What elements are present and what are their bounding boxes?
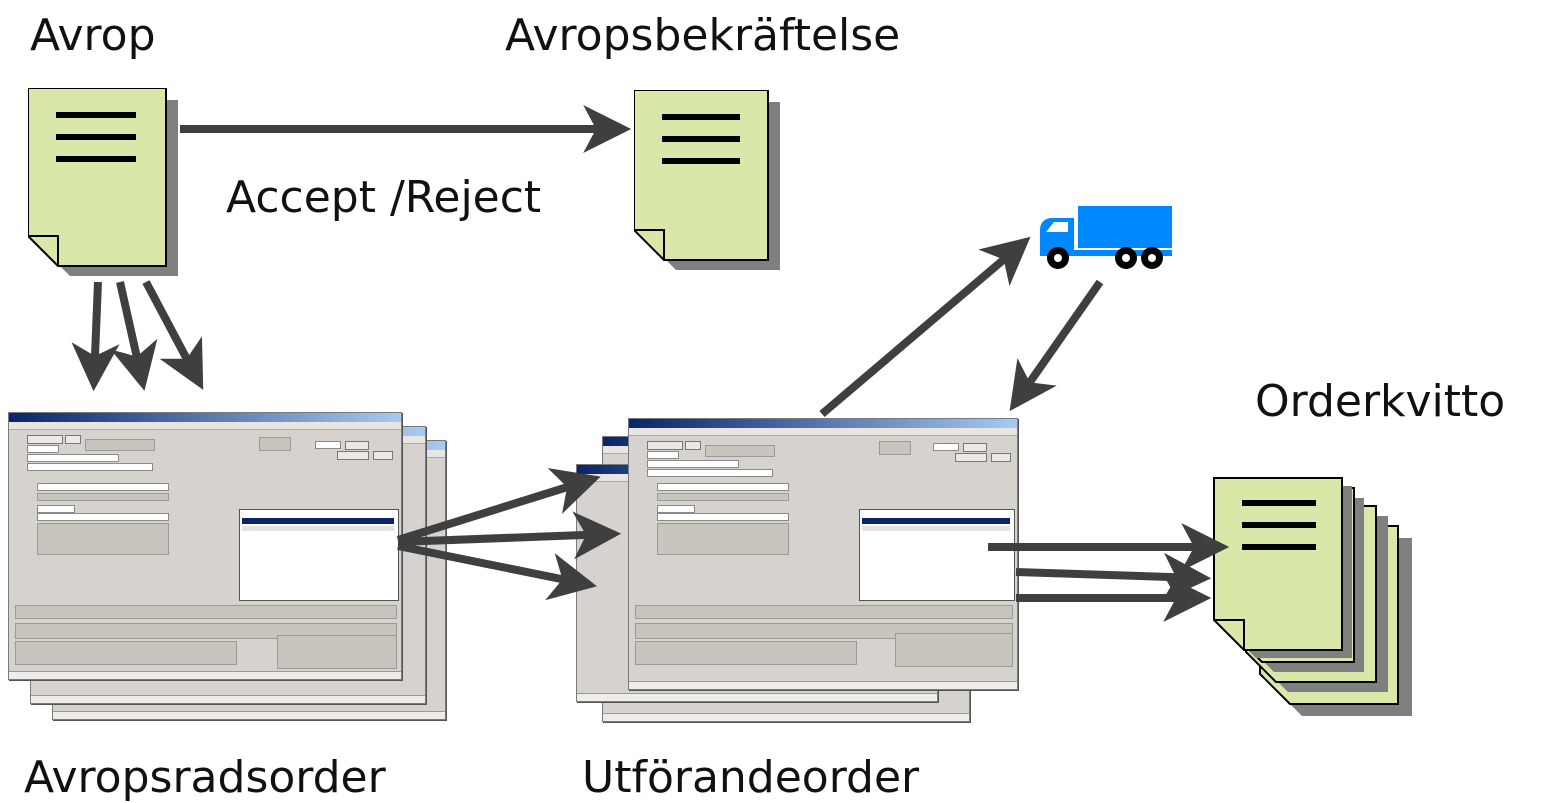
accept-reject-label: Accept /Reject	[226, 172, 542, 223]
avrop-document-icon	[27, 87, 180, 278]
orderkvitto-documents-icon	[1212, 476, 1418, 720]
truck-icon	[1038, 206, 1174, 272]
orderkvitto-label: Orderkvitto	[1255, 376, 1506, 427]
utforandeorder-label: Utförandeorder	[582, 752, 920, 803]
avropsradsorder-label: Avropsradsorder	[24, 752, 386, 803]
arrow-rad-to-utforande-1	[396, 468, 601, 544]
arrow-avrop-to-rad-3	[142, 280, 204, 390]
avropsradsorder-window-1	[8, 412, 402, 680]
arrow-truck-to-utforande	[1009, 279, 1104, 412]
avrop-label: Avrop	[30, 10, 156, 61]
avropsbekraftelse-label: Avropsbekräftelse	[505, 10, 901, 61]
arrow-avrop-to-rad-1	[71, 281, 120, 392]
arrow-utforande-to-kvitto-2	[1015, 552, 1212, 601]
arrow-avrop-to-rad-2	[110, 281, 158, 391]
avropsbekraftelse-document-icon	[633, 89, 784, 272]
arrow-utforande-to-truck	[819, 236, 1031, 418]
utforandeorder-window-1	[628, 418, 1018, 690]
arrow-rad-to-utforande-3	[397, 542, 597, 601]
arrow-rad-to-utforande-2	[397, 511, 622, 560]
